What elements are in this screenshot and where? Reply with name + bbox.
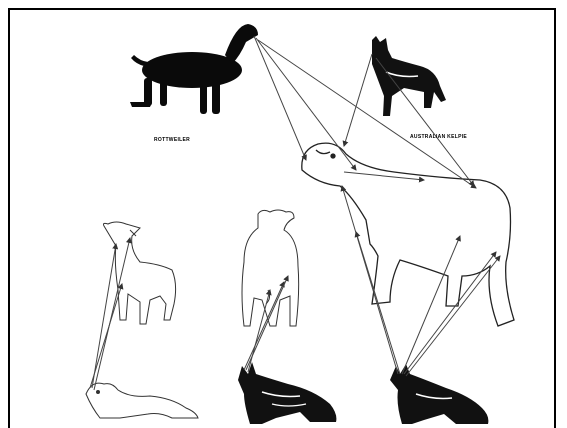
kelpie-drawing	[372, 36, 446, 116]
rottweiler-label: ROTTWEILER	[154, 137, 190, 143]
large-sheep-drawing	[302, 143, 514, 326]
arrow-rottweiler-to-sheep-neck	[256, 38, 356, 170]
arrow-dog-right-to-sheep-back	[404, 252, 496, 374]
arrow-kelpie-to-sheep-head	[344, 54, 372, 146]
arrow-dog-right-to-sheep-leg	[356, 232, 400, 374]
kelpie-label: AUSTRALIAN KELPIE	[410, 134, 467, 140]
rottweiler-silhouette	[130, 24, 258, 114]
arrow-dog-right-to-sheep-flank	[402, 236, 460, 374]
sheep-rear-drawing	[242, 210, 299, 326]
arrow-dog-middle-to-sheep-3	[248, 290, 270, 372]
arrow-bottom-lamb-to-lamb-3	[94, 238, 130, 390]
arrow-dog-right-to-sheep-hind	[406, 256, 500, 376]
bottom-dog-middle-drawing	[238, 362, 336, 424]
arrow-sheep-to-sheep	[344, 172, 424, 180]
arrow-dog-right-to-sheep-head	[342, 186, 398, 374]
bottom-lamb-drawing	[86, 383, 198, 418]
